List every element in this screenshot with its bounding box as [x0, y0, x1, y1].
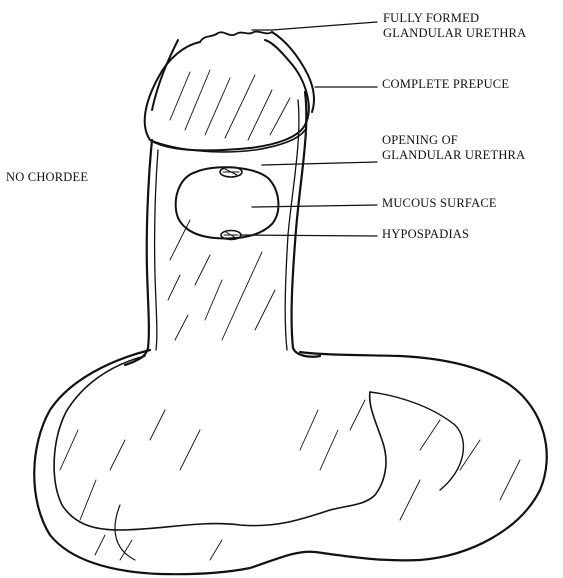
label-hypospadias: HYPOSPADIAS — [382, 227, 469, 242]
leader-fully-formed — [272, 22, 377, 30]
leader-hypospadias — [240, 235, 377, 236]
scrotum-inner-fold — [54, 356, 386, 530]
label-opening-line2: GLANDULAR URETHRA — [382, 148, 525, 163]
label-mucous-surface: MUCOUS SURFACE — [382, 196, 497, 211]
label-fully-formed-line1: FULLY FORMED — [383, 11, 526, 26]
prepuce-left-edge — [152, 40, 178, 110]
glans-hatching — [170, 70, 290, 140]
label-no-chordee: NO CHORDEE — [6, 170, 88, 185]
opening-upper-mark-shade — [223, 169, 239, 175]
label-opening-of-glandular-urethra: OPENING OF GLANDULAR URETHRA — [382, 133, 525, 163]
shaft-left-outer — [125, 140, 152, 365]
opening-lower-mark-shade — [224, 232, 238, 238]
shaft-right-outer — [292, 92, 320, 357]
label-fully-formed-glandular-urethra: FULLY FORMED GLANDULAR URETHRA — [383, 11, 526, 41]
label-complete-prepuce: COMPLETE PREPUCE — [382, 77, 509, 92]
leader-opening — [262, 162, 377, 165]
label-fully-formed-line2: GLANDULAR URETHRA — [383, 26, 526, 41]
opening-outline — [176, 167, 279, 238]
label-opening-line1: OPENING OF — [382, 133, 525, 148]
scrotum-outline — [34, 350, 547, 574]
shaft-left-inner — [155, 150, 158, 350]
glans-tip — [200, 32, 272, 42]
leader-mucous-surface — [252, 205, 377, 207]
